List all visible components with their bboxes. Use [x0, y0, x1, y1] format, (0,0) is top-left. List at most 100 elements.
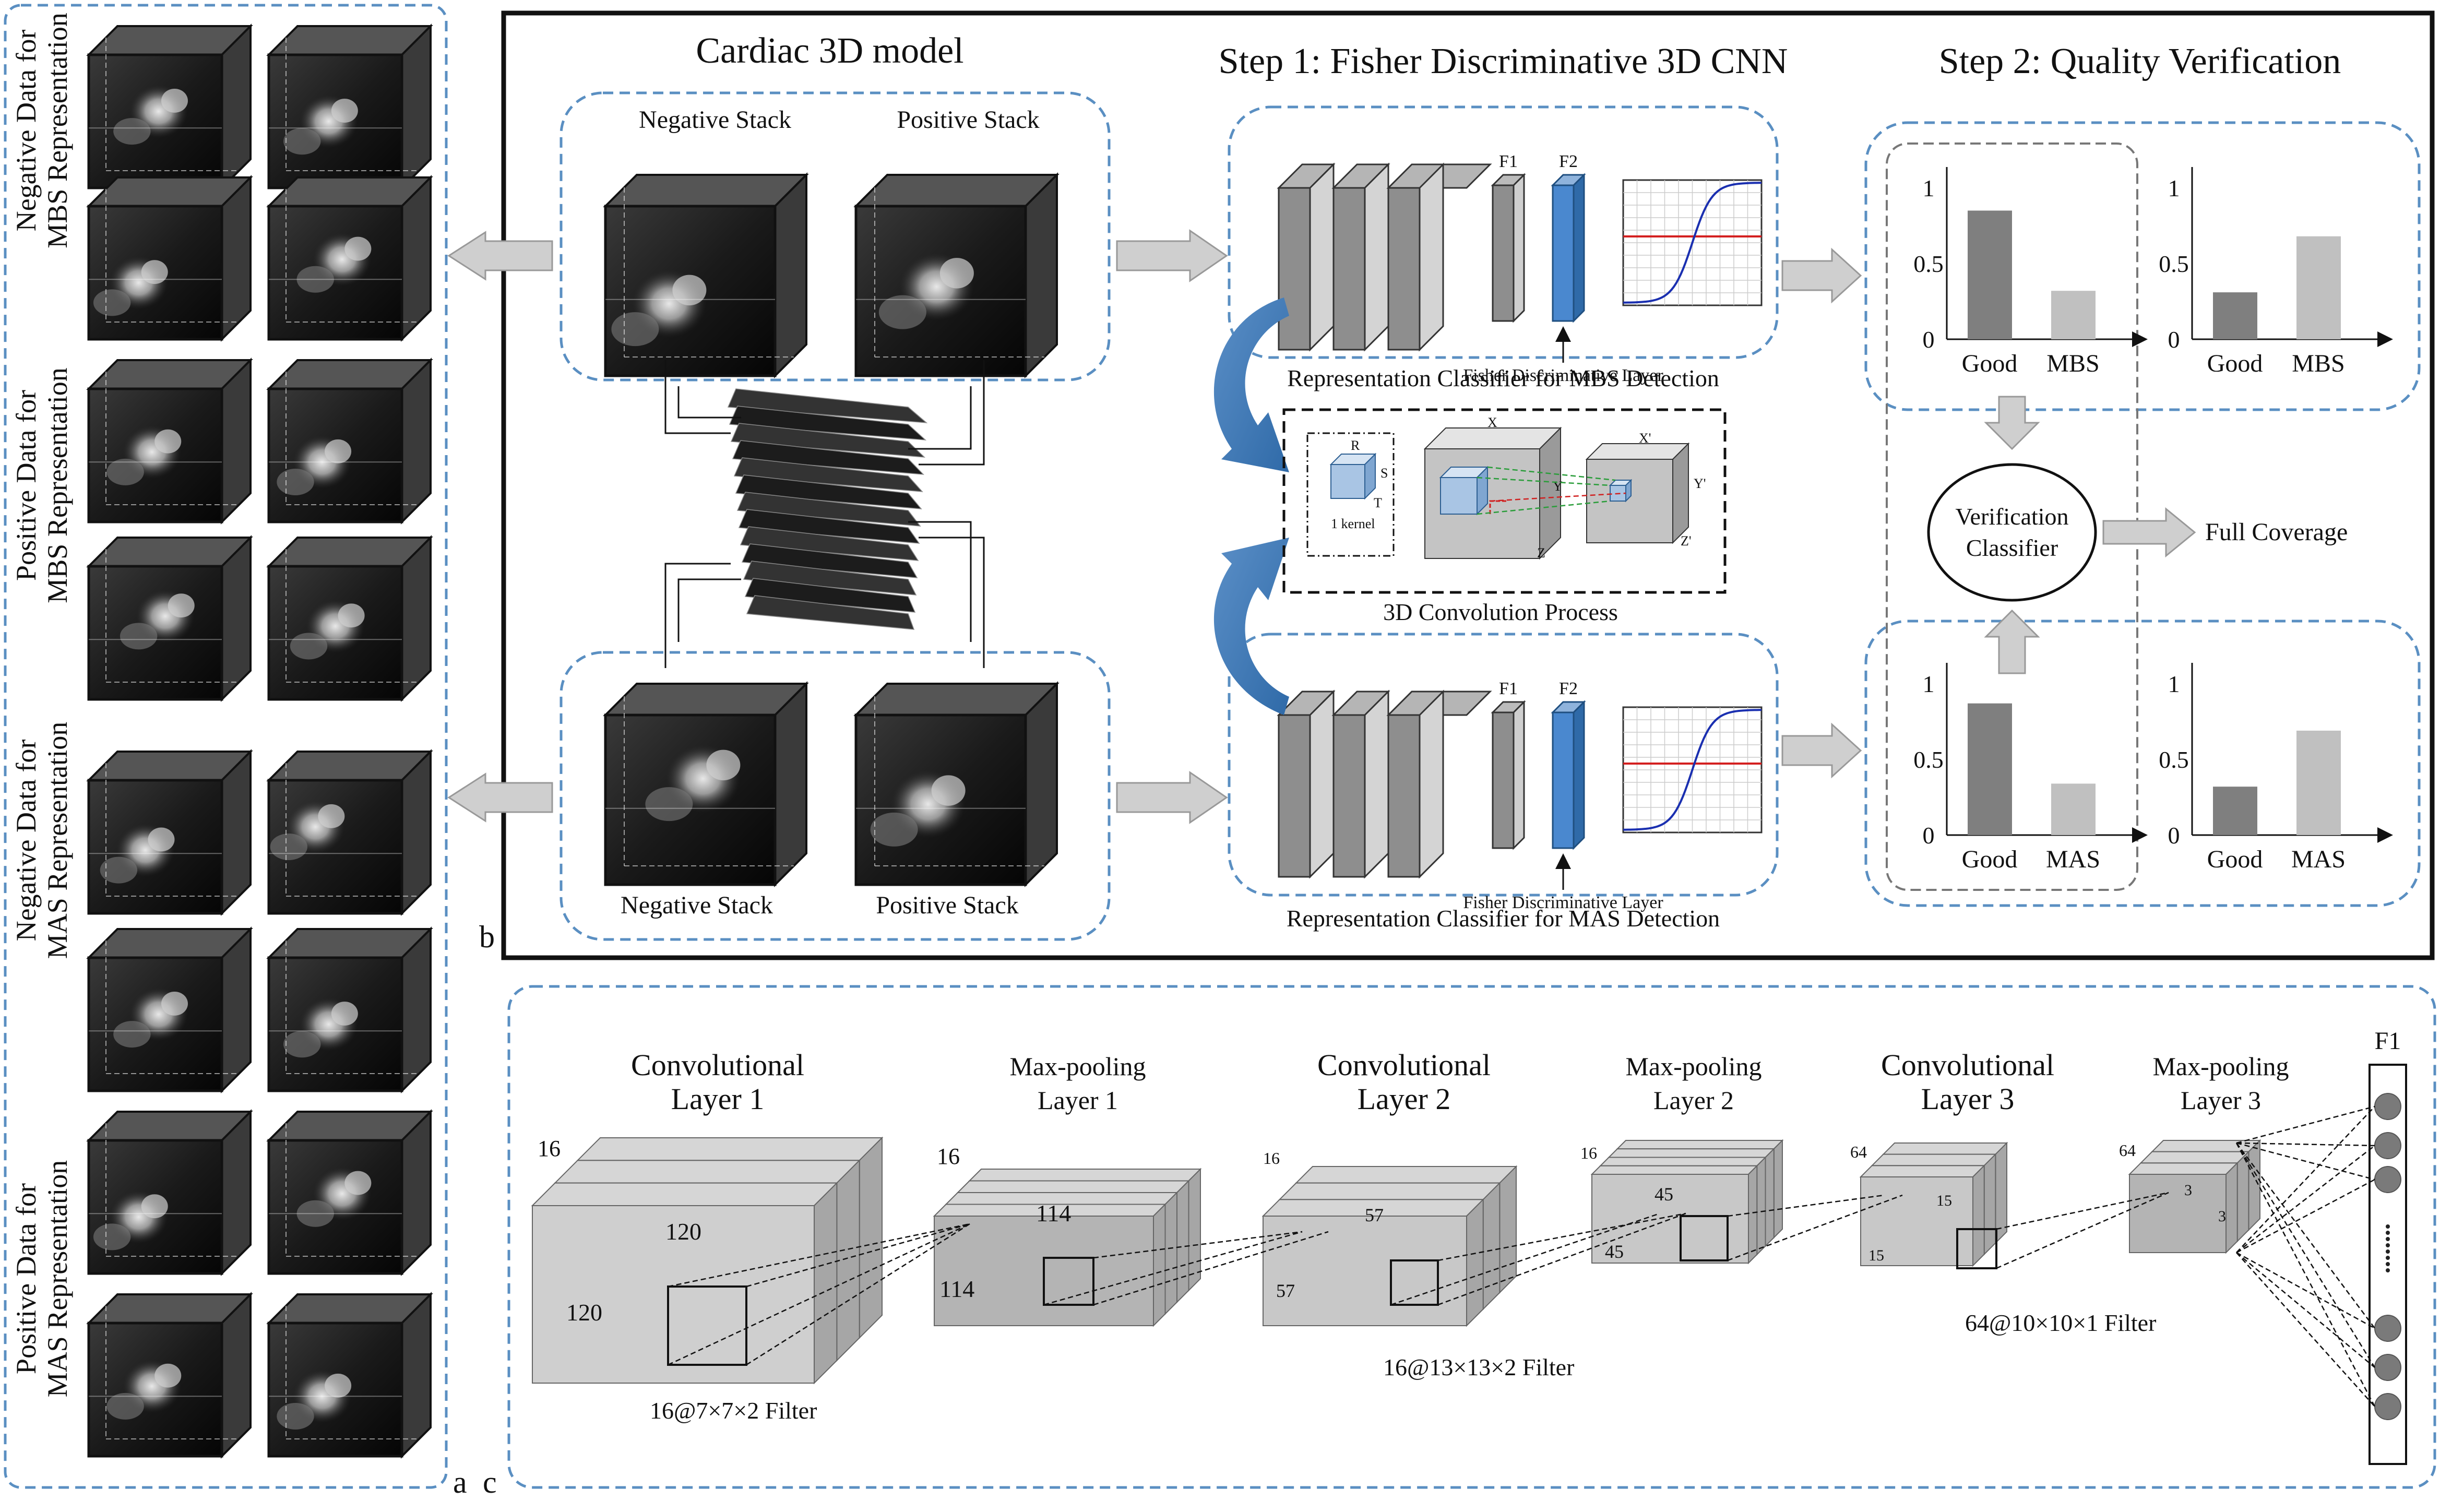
f1-label: F1 — [1499, 152, 1518, 171]
panel-a-cube-right-2 — [266, 175, 433, 342]
bar-good — [2213, 292, 2257, 339]
receptive-field-window — [1680, 1215, 1729, 1261]
panel-a-cube-left-7 — [86, 1109, 253, 1276]
x-category-label: Good — [2207, 846, 2263, 873]
input-volume — [1423, 426, 1562, 560]
depth-label: 64 — [2119, 1141, 2136, 1160]
bottom-positive-stack-label: Positive Stack — [876, 891, 1018, 919]
panel-b-mri-cubes — [603, 172, 1060, 887]
output-axis-z: Z' — [1681, 533, 1692, 549]
step2-top-box — [1864, 121, 2421, 411]
panel-a-group-label-line1: Negative Data for — [10, 740, 42, 942]
f1-layer — [1491, 700, 1526, 850]
input-axis-z: Z — [1537, 545, 1545, 561]
receptive-field-window — [1043, 1257, 1094, 1306]
output-axis-x: X' — [1639, 431, 1651, 446]
dim-label-height: 15 — [1868, 1247, 1884, 1264]
layer-title-line1: Convolutional — [1881, 1048, 2054, 1082]
filter-label: 16@7×7×2 Filter — [650, 1397, 817, 1424]
layer-volume — [933, 1168, 1202, 1327]
kernel-cube — [1329, 453, 1377, 500]
f1-ellipsis-dot — [2386, 1262, 2390, 1266]
kernel-axis-t: T — [1374, 495, 1382, 510]
step2-title: Step 2: Quality Verification — [1939, 41, 2341, 81]
layer-title-line1: Convolutional — [631, 1048, 804, 1082]
layer-volume — [531, 1136, 884, 1385]
f1-connection — [2236, 1252, 2375, 1329]
panel-a-mri-cubes — [86, 23, 433, 1459]
depth-label: 16 — [1580, 1144, 1597, 1162]
slice-connectors — [664, 360, 985, 668]
mri-slice-7 — [736, 492, 921, 527]
panel-a-group-label-line1: Negative Data for — [10, 30, 42, 232]
f1-connection — [2235, 1142, 2376, 1407]
f1-connection — [2236, 1106, 2375, 1253]
layer-volume — [1590, 1139, 1784, 1265]
receptive-field-window — [1956, 1228, 1997, 1269]
dim-label-height: 57 — [1276, 1280, 1295, 1301]
arrow-to-step2-top — [1781, 247, 1862, 304]
conv-process-illustration: R S T 1 kernel X Y Z — [1306, 415, 1706, 561]
panel-a-label: a — [453, 1465, 467, 1499]
panel-a-cube-right-1 — [266, 23, 433, 191]
mri-slice-6 — [735, 474, 922, 509]
arrow-to-full-coverage — [2102, 507, 2196, 558]
output-volume — [1585, 442, 1690, 544]
panel-a-frame — [4, 4, 448, 1489]
f1-connection — [2236, 1142, 2375, 1181]
f1-connection — [2236, 1142, 2375, 1147]
panel-a-cube-left-3 — [86, 358, 253, 525]
depth-label: 16 — [1263, 1149, 1280, 1168]
panel-a-group-label-line1: Positive Data for — [10, 390, 42, 581]
dim-label-width: 3 — [2184, 1182, 2192, 1199]
mri-slice-8 — [738, 509, 920, 544]
y-tick-label: 0.5 — [1913, 251, 1944, 277]
layer-title-line1: Max-pooling — [2152, 1052, 2289, 1081]
f1-ellipsis-dot — [2386, 1243, 2390, 1247]
step1-title: Step 1: Fisher Discriminative 3D CNN — [1219, 41, 1788, 81]
blue-curved-arrow-top — [1213, 297, 1289, 472]
mri-slice-11 — [743, 561, 917, 596]
panel-a-cube-right-8 — [266, 1292, 433, 1459]
f1-neuron-2 — [2374, 1132, 2401, 1159]
y-tick-label: 0.5 — [2159, 746, 2189, 773]
f1-ellipsis-dot — [2386, 1231, 2390, 1235]
layer-title-line2: Layer 1 — [1038, 1086, 1118, 1115]
mri-slice-9 — [740, 526, 919, 561]
f1-column-label: F1 — [2375, 1027, 2401, 1055]
mri-slice-13 — [746, 595, 915, 630]
f1-neuron-6 — [2374, 1393, 2401, 1420]
dim-label-height: 120 — [566, 1299, 602, 1326]
f1-connection — [2236, 1252, 2375, 1407]
bottom-positive-stack-cube — [853, 681, 1060, 887]
panel-a-group-label-line2: MBS Representation — [42, 367, 73, 603]
layer-title-line2: Layer 2 — [1358, 1082, 1451, 1116]
bar-good — [1968, 703, 2012, 835]
panel-a-cube-left-2 — [86, 175, 253, 342]
f2-label: F2 — [1559, 152, 1578, 171]
arrow-to-step2-bottom — [1781, 722, 1862, 779]
fully-connected-f1: F1 — [2235, 1027, 2407, 1465]
y-tick-label: 1 — [1923, 671, 1935, 697]
panel-a-group-label-line2: MAS Representation — [42, 722, 73, 959]
filter-label: 64@10×10×1 Filter — [1965, 1309, 2156, 1336]
top-positive-stack-label: Positive Stack — [897, 106, 1039, 134]
panel-a-cube-right-6 — [266, 926, 433, 1093]
filter-label: 16@13×13×2 Filter — [1383, 1354, 1574, 1380]
panel-c-label: c — [483, 1465, 497, 1499]
input-axis-y: Y — [1553, 479, 1563, 494]
layer-volume — [1261, 1165, 1518, 1327]
cnn-feature-block-3 — [1386, 689, 1492, 879]
panel-b: b Cardiac 3D model Step 1: Fisher Discri… — [447, 10, 2435, 960]
x-category-label: MBS — [2292, 350, 2344, 377]
